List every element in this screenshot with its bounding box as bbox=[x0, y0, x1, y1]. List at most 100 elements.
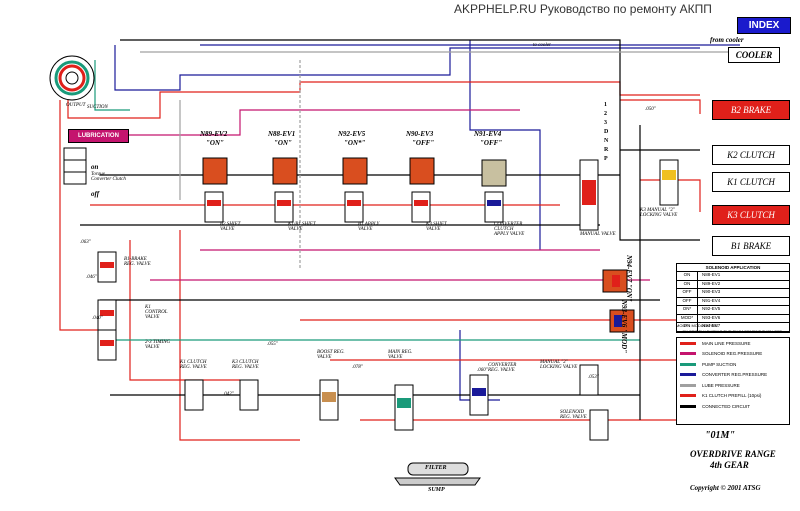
output-box[interactable]: B2 BRAKE bbox=[712, 100, 790, 120]
legend-label: K1 CLUTCH PREFILL (10psi) bbox=[702, 393, 762, 399]
legend-row: SOLENOID REG.PRESSURE bbox=[677, 349, 789, 360]
filter-label: FILTER bbox=[425, 465, 447, 471]
solenoid-application-row: ON* N92-EV5 bbox=[677, 306, 789, 315]
boost-reg-valve-label: BOOST REG. VALVE bbox=[317, 350, 345, 360]
legend-swatch bbox=[680, 341, 696, 345]
n94-ev7-label: N94-EV7 "ON" bbox=[625, 255, 633, 302]
page-header: AKPPHELP.RU Руководство по ремонту АКПП bbox=[454, 2, 712, 16]
suction-label: SUCTION bbox=[87, 105, 108, 110]
from-cooler-label: from cooler bbox=[710, 36, 744, 44]
legend-row: CONNECTED CIRCUIT bbox=[677, 401, 789, 412]
legend-swatch bbox=[680, 394, 696, 398]
check-ball-size: .053" bbox=[588, 375, 599, 380]
manual-position-1: 1 bbox=[604, 102, 607, 108]
check-ball-size: .042" bbox=[223, 392, 234, 397]
range-label: OVERDRIVE RANGE bbox=[690, 449, 776, 459]
legend-label: LUBE PRESSURE bbox=[702, 382, 740, 388]
manual-position-d: D bbox=[604, 129, 609, 135]
solenoid-state-cell: OFF bbox=[677, 289, 698, 297]
solenoid-state-cell: ON bbox=[677, 280, 698, 288]
solenoid-state-cell: ON bbox=[677, 323, 698, 331]
copyright-label: Copyright © 2001 ATSG bbox=[690, 484, 761, 492]
check-ball-size: .055" bbox=[267, 342, 278, 347]
solenoid-valve-label: B2 SHIFT VALVE bbox=[220, 222, 241, 232]
solenoid-name: N88-EV1 bbox=[268, 130, 296, 138]
solenoid-name-cell: N93-EV6 bbox=[702, 314, 721, 320]
solenoid-state: "ON" bbox=[206, 139, 224, 147]
manual-position-p: P bbox=[604, 156, 608, 162]
solenoid-name-cell: N88-EV1 bbox=[702, 272, 721, 277]
timing-23-valve-label: 2-3 TIMING VALVE bbox=[145, 340, 171, 350]
solenoid-name: N89-EV2 bbox=[200, 130, 228, 138]
check-ball-size: .063" bbox=[80, 240, 91, 245]
valve-spools bbox=[100, 170, 676, 408]
k3-clutch-reg-valve-label: K3 CLUTCH REG. VALVE bbox=[232, 360, 259, 370]
manual-2-locking-valve-label: MANUAL "2" LOCKING VALVE bbox=[540, 360, 578, 370]
check-ball-size: .060" bbox=[477, 368, 488, 373]
solenoid-state-cell: ON* bbox=[677, 306, 698, 314]
check-ball-size: .046" bbox=[86, 275, 97, 280]
torque-converter-clutch bbox=[63, 147, 87, 185]
solenoid-application-row: OFF N91-EV4 bbox=[677, 297, 789, 306]
solenoid-state: "ON" bbox=[274, 139, 292, 147]
output-box[interactable]: K2 CLUTCH bbox=[712, 145, 790, 165]
solenoid-name-cell: N91-EV4 bbox=[702, 297, 721, 303]
solenoid-bodies bbox=[202, 157, 635, 333]
k1-control-valve-label: K1 CONTROL VALVE bbox=[145, 305, 168, 320]
solenoid-state: "ON*" bbox=[344, 139, 366, 147]
filter-sump bbox=[394, 462, 481, 486]
solenoid-reg-valve-label: SOLENOID REG. VALVE bbox=[560, 410, 587, 420]
solenoid-state: "OFF" bbox=[412, 139, 435, 147]
legend-label: CONNECTED CIRCUIT bbox=[702, 403, 750, 409]
legend-label: CONVERTER REG.PRESSURE bbox=[702, 372, 768, 378]
solenoid-application-row: ON N94-EV7 bbox=[677, 323, 789, 332]
legend-label: PUMP SUCTION bbox=[702, 361, 737, 367]
legend-row: MAIN LINE PRESSURE bbox=[677, 338, 789, 349]
check-ball-size: .040" bbox=[92, 316, 103, 321]
output-box[interactable]: K1 CLUTCH bbox=[712, 172, 790, 192]
legend-row: CONVERTER REG.PRESSURE bbox=[677, 370, 789, 381]
solenoid-name-cell: N94-EV7 bbox=[702, 323, 721, 328]
solenoid-state-cell: OFF bbox=[677, 297, 698, 305]
check-ball-size: .050" bbox=[645, 107, 656, 112]
output-box[interactable]: B1 BRAKE bbox=[712, 236, 790, 256]
solenoid-valve-label: B1 APPLY VALVE bbox=[358, 222, 380, 232]
solenoid-name-cell: N89-EV2 bbox=[702, 280, 721, 286]
sump-label: SUMP bbox=[428, 487, 445, 493]
n93-ev6-label: N93-EV6 "MOD" bbox=[620, 300, 628, 354]
solenoid-application-row: ON N88-EV1 bbox=[677, 272, 789, 281]
output-box[interactable]: K3 CLUTCH bbox=[712, 205, 790, 225]
on-briefly-note: * = ON BRIEFLY DURING THE ENGAGEMENT THE… bbox=[676, 329, 782, 334]
legend-row: LUBE PRESSURE bbox=[677, 380, 789, 391]
legend-swatch bbox=[680, 404, 696, 408]
legend-swatch bbox=[680, 352, 696, 356]
solenoid-application-title: SOLENOID APPLICATION bbox=[677, 264, 789, 272]
solenoid-name: N92-EV5 bbox=[338, 130, 366, 138]
converter-reg-valve-label: CONVERTER REG. VALVE bbox=[488, 363, 517, 373]
legend-swatch bbox=[680, 383, 696, 387]
legend-row: K1 CLUTCH PREFILL (10psi) bbox=[677, 391, 789, 402]
k3-manual-2-locking-valve-label: K3 MANUAL "2" LOCKING VALVE bbox=[640, 208, 678, 218]
solenoid-name-cell: N92-EV5 bbox=[702, 306, 721, 311]
solenoid-valve-label: K1/B1 SHIFT VALVE bbox=[288, 222, 316, 232]
output-label: OUTPUT bbox=[66, 103, 86, 108]
legend-swatch bbox=[680, 373, 696, 377]
solenoid-state-cell: ON bbox=[677, 272, 698, 280]
legend-swatch bbox=[680, 362, 696, 366]
solenoid-name: N91-EV4 bbox=[474, 130, 502, 138]
mod-note: MOD* = MODULATING bbox=[676, 323, 718, 328]
gear-label: 4th GEAR bbox=[710, 460, 749, 470]
index-button[interactable]: INDEX bbox=[737, 17, 791, 34]
solenoid-application-row: MOD*N93-EV6 bbox=[677, 314, 789, 323]
solenoid-application-row: ON N89-EV2 bbox=[677, 280, 789, 289]
k1-clutch-reg-valve-label: K1 CLUTCH REG. VALVE bbox=[180, 360, 207, 370]
cooler-box: COOLER bbox=[728, 47, 780, 63]
manual-position-r: R bbox=[604, 147, 609, 153]
to-cooler-label: to cooler bbox=[533, 43, 551, 48]
tcc-label: Torque Converter Clutch bbox=[91, 172, 126, 182]
